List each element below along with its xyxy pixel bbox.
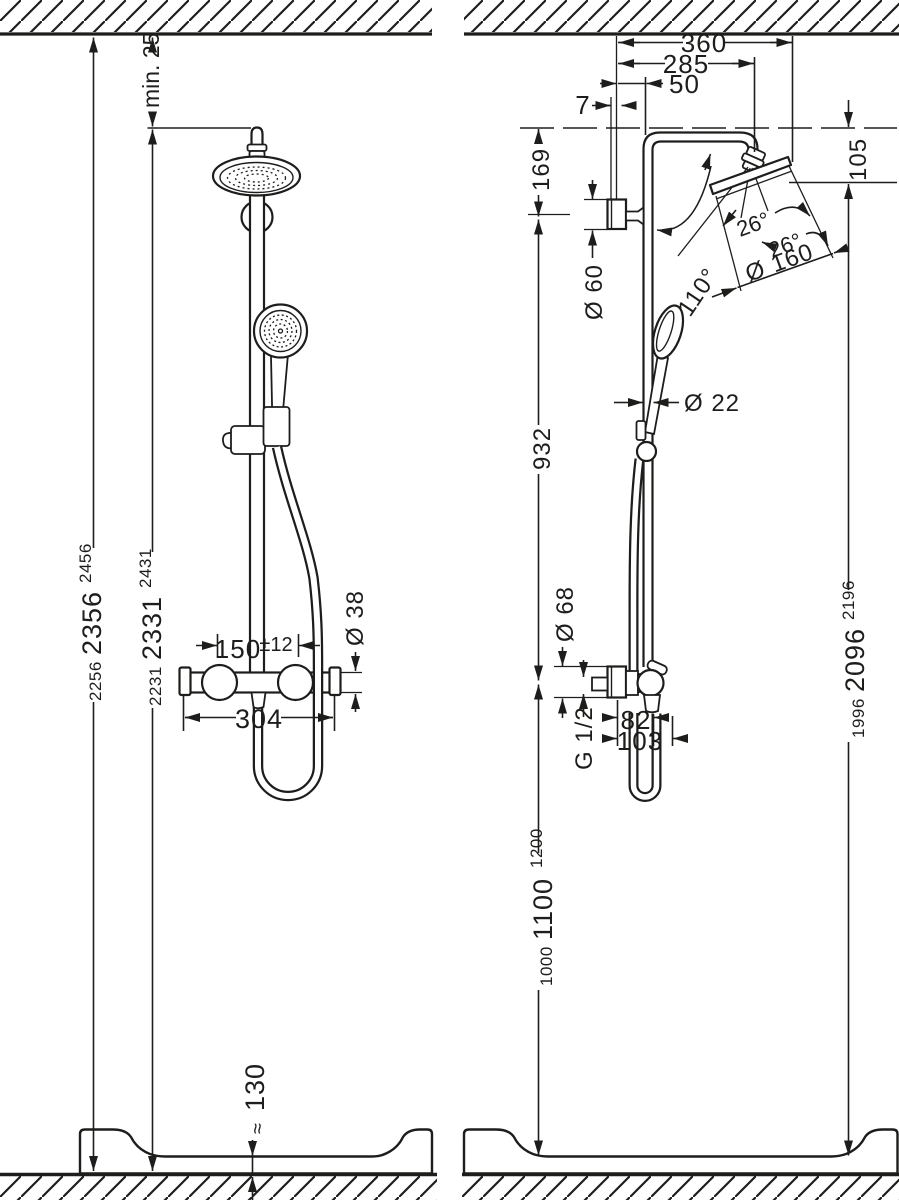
dim-outlet-depth-label: 82 <box>621 705 652 735</box>
dim-reach-center-label: 285 <box>663 49 709 79</box>
wall-bracket-side <box>606 198 645 231</box>
dim-tray-height-label: 130 <box>240 1063 270 1111</box>
valve-outlet-front <box>250 691 267 710</box>
riser-pipe-front <box>248 160 266 675</box>
dim-plate-gap-label: 7 <box>575 90 590 120</box>
dim-reach: 360 <box>618 28 794 162</box>
dim-escutcheon-diameter: Ø 68 <box>552 586 607 718</box>
shower-hose-front <box>252 445 324 802</box>
dim-min-clearance: min. 25 <box>138 33 164 108</box>
dim-head-height-low: 1996 <box>849 698 868 738</box>
holder-hook-side <box>635 420 647 441</box>
dim-escutcheon-dia-label: Ø 68 <box>552 586 579 642</box>
dim-head-height: 1996 2096 2196 <box>839 197 870 1156</box>
dim-total-height-high: 2456 <box>76 543 95 583</box>
overhead-shower-side <box>708 155 793 200</box>
connector-nut-front <box>246 143 268 152</box>
dim-bracket-diameter: Ø 60 <box>581 180 608 320</box>
overhead-shower-front <box>211 155 302 197</box>
riser-pipe-side <box>642 131 759 667</box>
dim-reach-label: 360 <box>681 28 727 58</box>
dim-wall-offset-label: 50 <box>669 69 700 99</box>
dim-valve-width-label: 304 <box>235 704 283 734</box>
thermostat-valve-side <box>591 659 668 714</box>
dim-head-height-high: 2196 <box>839 580 858 620</box>
dim-valve-height-high: 1200 <box>527 828 546 868</box>
dim-head-angle-label: 110° <box>673 263 724 321</box>
dim-thread: G 1/2 <box>571 660 598 770</box>
shower-tray-side <box>462 1128 899 1175</box>
dim-riser-length-label: 932 <box>529 427 556 470</box>
shower-hose-side <box>628 458 662 802</box>
handle-socket-front <box>262 406 291 447</box>
dim-reach-center: 285 <box>618 49 756 152</box>
dim-pipe-height-low: 2231 <box>146 666 165 706</box>
ceiling-hatch-right <box>464 0 899 36</box>
slider-clamp-front <box>230 425 266 455</box>
dim-spacing-value: 150 <box>215 634 261 664</box>
dim-bracket-dia-label: Ø 60 <box>581 264 608 320</box>
floor-hatch-right <box>462 1176 899 1200</box>
dim-total-height: 2256 2356 2456 <box>76 37 107 1171</box>
dim-tray-approx: ≈ <box>247 1123 269 1134</box>
valve-knob-left <box>200 663 239 702</box>
dim-pipe-height-high: 2431 <box>136 548 155 588</box>
dim-total-height-low: 2256 <box>86 661 105 701</box>
head-ball-joint-side <box>741 146 766 174</box>
dim-pipe-dia-label: Ø 22 <box>684 390 740 417</box>
valve-outlet-side <box>642 694 662 714</box>
dim-outlet-depth: 82 103 <box>602 700 688 756</box>
valve-knob-right <box>276 663 315 702</box>
dim-pipe-height-main: 2331 <box>137 596 167 660</box>
shower-tray-front <box>78 1128 434 1175</box>
dim-valve-width: 304 <box>182 696 336 734</box>
dim-head-drop: 105 <box>844 100 872 199</box>
dim-bracket-drop-chain: 169 932 1000 1100 1200 <box>527 129 570 1156</box>
hand-shower-side <box>635 304 685 463</box>
dim-pipe-diameter: Ø 22 <box>614 390 740 417</box>
dim-total-height-main: 2356 <box>77 591 107 655</box>
dim-head-drop-label: 105 <box>845 138 872 181</box>
thermostat-valve-front <box>178 663 342 702</box>
dim-valve-dia-label: Ø 38 <box>342 590 369 646</box>
floor-hatch-left <box>0 1176 437 1200</box>
supply-nipple-side <box>591 676 609 692</box>
dim-valve-height-low: 1000 <box>537 946 556 986</box>
dim-head-height-main: 2096 <box>840 628 870 692</box>
dim-spacing-tolerance: ±12 <box>259 634 292 656</box>
holder-knob-side <box>635 440 658 463</box>
ceiling-hatch-left <box>0 0 432 36</box>
dim-body-depth-label: 103 <box>617 726 663 756</box>
dim-plate-gap: 7 <box>575 90 637 120</box>
dim-valve-height-main: 1100 <box>528 878 558 940</box>
dim-bracket-drop-label: 169 <box>528 148 555 191</box>
dim-spray-angle-label: 26° <box>733 207 773 242</box>
dim-connection-spacing: 150 ±12 <box>196 634 320 664</box>
dim-wall-offset: 50 <box>600 69 700 135</box>
valve-knob-side <box>636 668 665 698</box>
dim-pipe-height: min. 25 2231 2331 2431 <box>136 33 167 1171</box>
dim-valve-diameter: Ø 38 <box>340 590 369 712</box>
dim-tray-height: ≈ 130 <box>240 1063 270 1200</box>
dim-thread-label: G 1/2 <box>571 706 598 770</box>
